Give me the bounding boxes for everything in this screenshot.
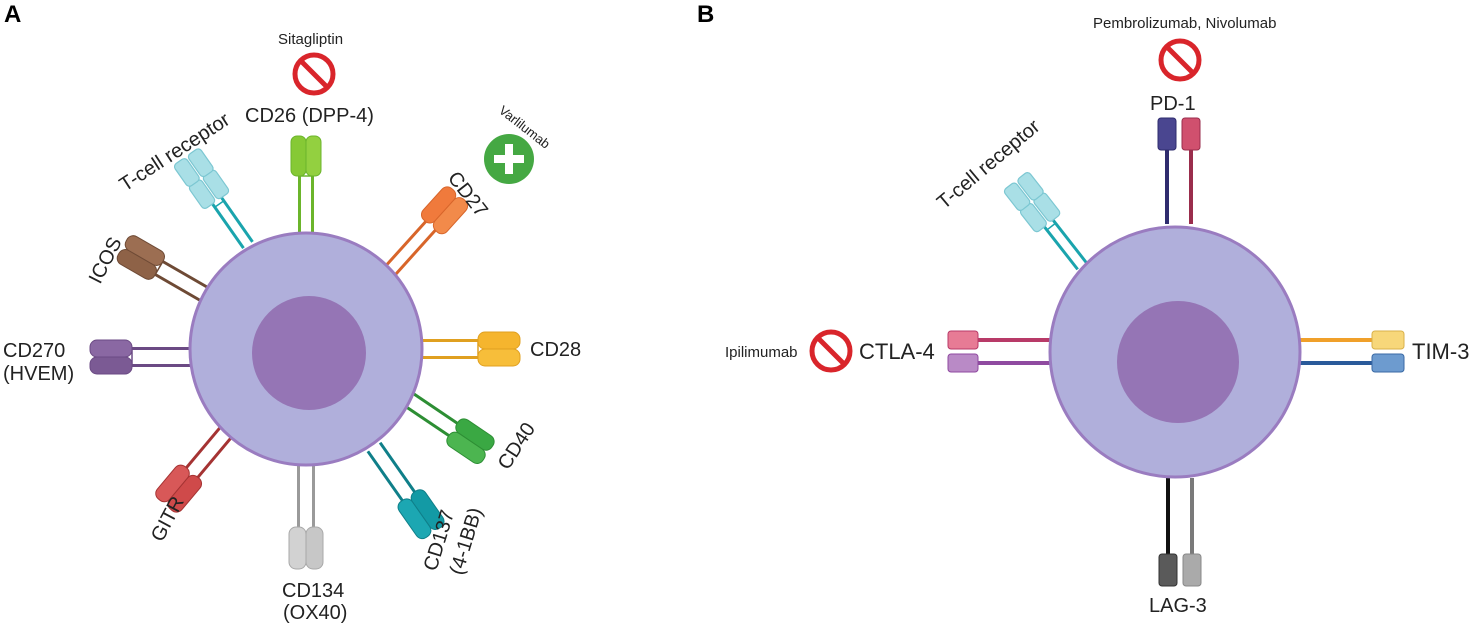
receptor-tim3 bbox=[1298, 330, 1405, 373]
receptor-gitr bbox=[155, 419, 239, 513]
nucleus-a bbox=[252, 296, 366, 410]
receptor-cd270 bbox=[89, 339, 192, 375]
drug-pembrolizumab-nivolumab: Pembrolizumab, Nivolumab bbox=[1093, 15, 1276, 32]
label-cd40: CD40 bbox=[494, 419, 540, 474]
panel-a: T-cell receptor CD26 (DPP-4) Sitagliptin… bbox=[3, 31, 581, 624]
receptor-cd27 bbox=[383, 186, 469, 278]
receptor-ctla4 bbox=[947, 330, 1052, 373]
panel-letter-a: A bbox=[4, 1, 21, 28]
panel-letter-b: B bbox=[697, 1, 714, 28]
receptor-cd40 bbox=[399, 389, 495, 464]
t-cell-receptor-a bbox=[172, 146, 262, 255]
panel-b: T-cell receptor PD-1 Pembrolizumab, Nivo… bbox=[725, 15, 1469, 617]
label-cd270: CD270 bbox=[3, 340, 65, 362]
label-cd26: CD26 (DPP-4) bbox=[245, 105, 374, 127]
receptor-pd1 bbox=[1157, 117, 1201, 224]
drug-sitagliptin: Sitagliptin bbox=[278, 31, 343, 48]
label-ctla4: CTLA-4 bbox=[859, 339, 935, 364]
label-pd1: PD-1 bbox=[1150, 93, 1196, 115]
label-cd134: CD134 bbox=[282, 580, 344, 602]
no-entry-icon bbox=[1161, 41, 1199, 79]
label-gitr: GITR bbox=[147, 493, 189, 546]
t-cell-receptor-b bbox=[1002, 170, 1096, 277]
receptor-icos bbox=[116, 235, 216, 306]
label-cd28: CD28 bbox=[530, 339, 581, 361]
label-cd134-alt: (OX40) bbox=[283, 602, 347, 624]
label-lag3: LAG-3 bbox=[1149, 595, 1207, 617]
no-entry-icon bbox=[295, 55, 333, 93]
receptor-lag3 bbox=[1158, 478, 1202, 587]
label-tim3: TIM-3 bbox=[1412, 339, 1469, 364]
receptor-cd28 bbox=[420, 331, 521, 367]
receptor-cd137 bbox=[366, 441, 445, 540]
label-cd270-alt: (HVEM) bbox=[3, 363, 74, 385]
receptor-cd26 bbox=[290, 135, 322, 234]
receptor-cd134 bbox=[288, 465, 324, 570]
nucleus-b bbox=[1117, 301, 1239, 423]
drug-ipilimumab: Ipilimumab bbox=[725, 344, 798, 361]
no-entry-icon bbox=[812, 332, 850, 370]
plus-icon bbox=[484, 134, 534, 184]
